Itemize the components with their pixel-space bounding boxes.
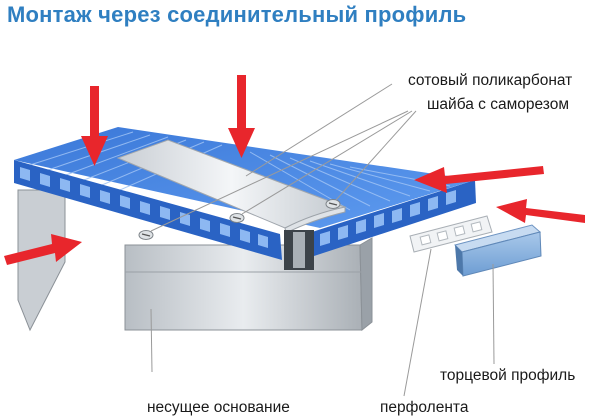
washer-1 [138,230,154,240]
washer-2 [229,213,245,223]
leader-polycarbonate [245,83,393,177]
diagram-title: Монтаж через соединительный профиль [7,2,467,27]
leader-end-profile [492,263,495,365]
leader-washer-3 [335,110,417,201]
leader-base [150,308,153,373]
end-profile [454,224,542,277]
label-support-base: несущее основание [147,399,290,416]
leader-perfotape [403,248,432,397]
leader-washer-2 [241,110,413,215]
arrow-down-center [228,75,255,158]
arrow-down-left [81,86,108,166]
label-washer-screw: шайба с саморезом [427,96,569,113]
perforated-tape [409,215,493,253]
arrow-left-right-side [414,166,544,193]
label-end-profile: торцевой профиль [440,367,576,384]
label-perforated-tape: перфолента [380,399,469,416]
leader-lines [150,83,495,397]
connecting-profile [116,139,347,270]
washer-screws [138,199,341,240]
label-polycarbonate: сотовый поликарбонат [408,72,573,89]
washer-3 [325,199,341,209]
pressure-arrows [4,75,585,265]
arrow-right-lower-left [4,234,82,265]
leader-washer-1 [150,110,409,232]
arrow-left-profile [496,199,585,223]
